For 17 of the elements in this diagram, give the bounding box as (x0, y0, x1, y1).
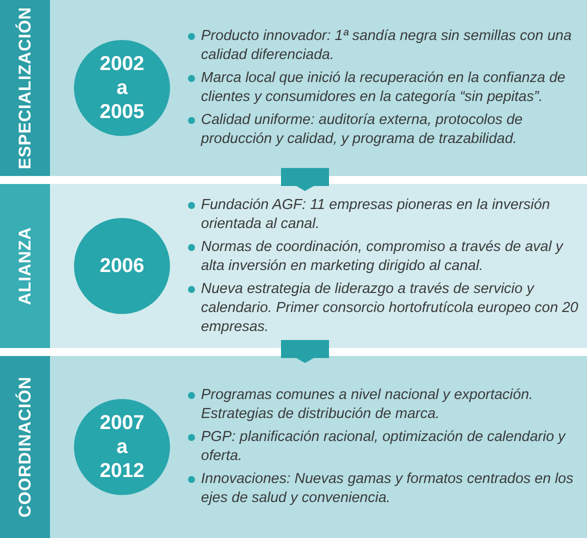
stage-heading: ESPECIALIZACIÓN (14, 6, 36, 170)
bullet-text: Producto innovador: 1ª sandía negra sin semillas con una calidad diferenciada. (201, 27, 573, 65)
timeline-band (0, 356, 587, 538)
stage-heading: ALIANZA (14, 226, 36, 306)
timeline-band (0, 0, 587, 176)
bullet-text: Normas de coordinación, compromiso a través de aval y alta inversión en marketing dirigido al canal. (201, 238, 564, 276)
bullet-text: Innovaciones: Nuevas gamas y formatos centrados en los ejes de salud y conveniencia. (201, 470, 574, 508)
bullet-text: Marca local que inició la recuperación en la confianza de clientes y consumidores en la categoría “sin pepitas”. (201, 69, 566, 107)
bullet-text: Nueva estrategia de liderazgo a través de servicio y calendario. Primer consorcio hortofrutícola europeo con 20 empresas. (201, 280, 580, 336)
bullet-text: Fundación AGF: 11 empresas pioneras en la inversión orientada al canal. (201, 196, 551, 234)
stage-arrow (281, 340, 329, 363)
timeline-band (0, 184, 587, 348)
bullet-text: Calidad uniforme: auditoría externa, protocolos de producción y calidad, y programa de trazabilidad. (201, 111, 524, 149)
stage-arrow (281, 168, 329, 191)
bullet-text: Programas comunes a nivel nacional y exportación. Estrategias de distribución de marca. (201, 386, 534, 424)
stage-heading: COORDINACIÓN (14, 376, 36, 518)
bullet-text: PGP: planificación racional, optimización de calendario y oferta. (201, 428, 567, 466)
